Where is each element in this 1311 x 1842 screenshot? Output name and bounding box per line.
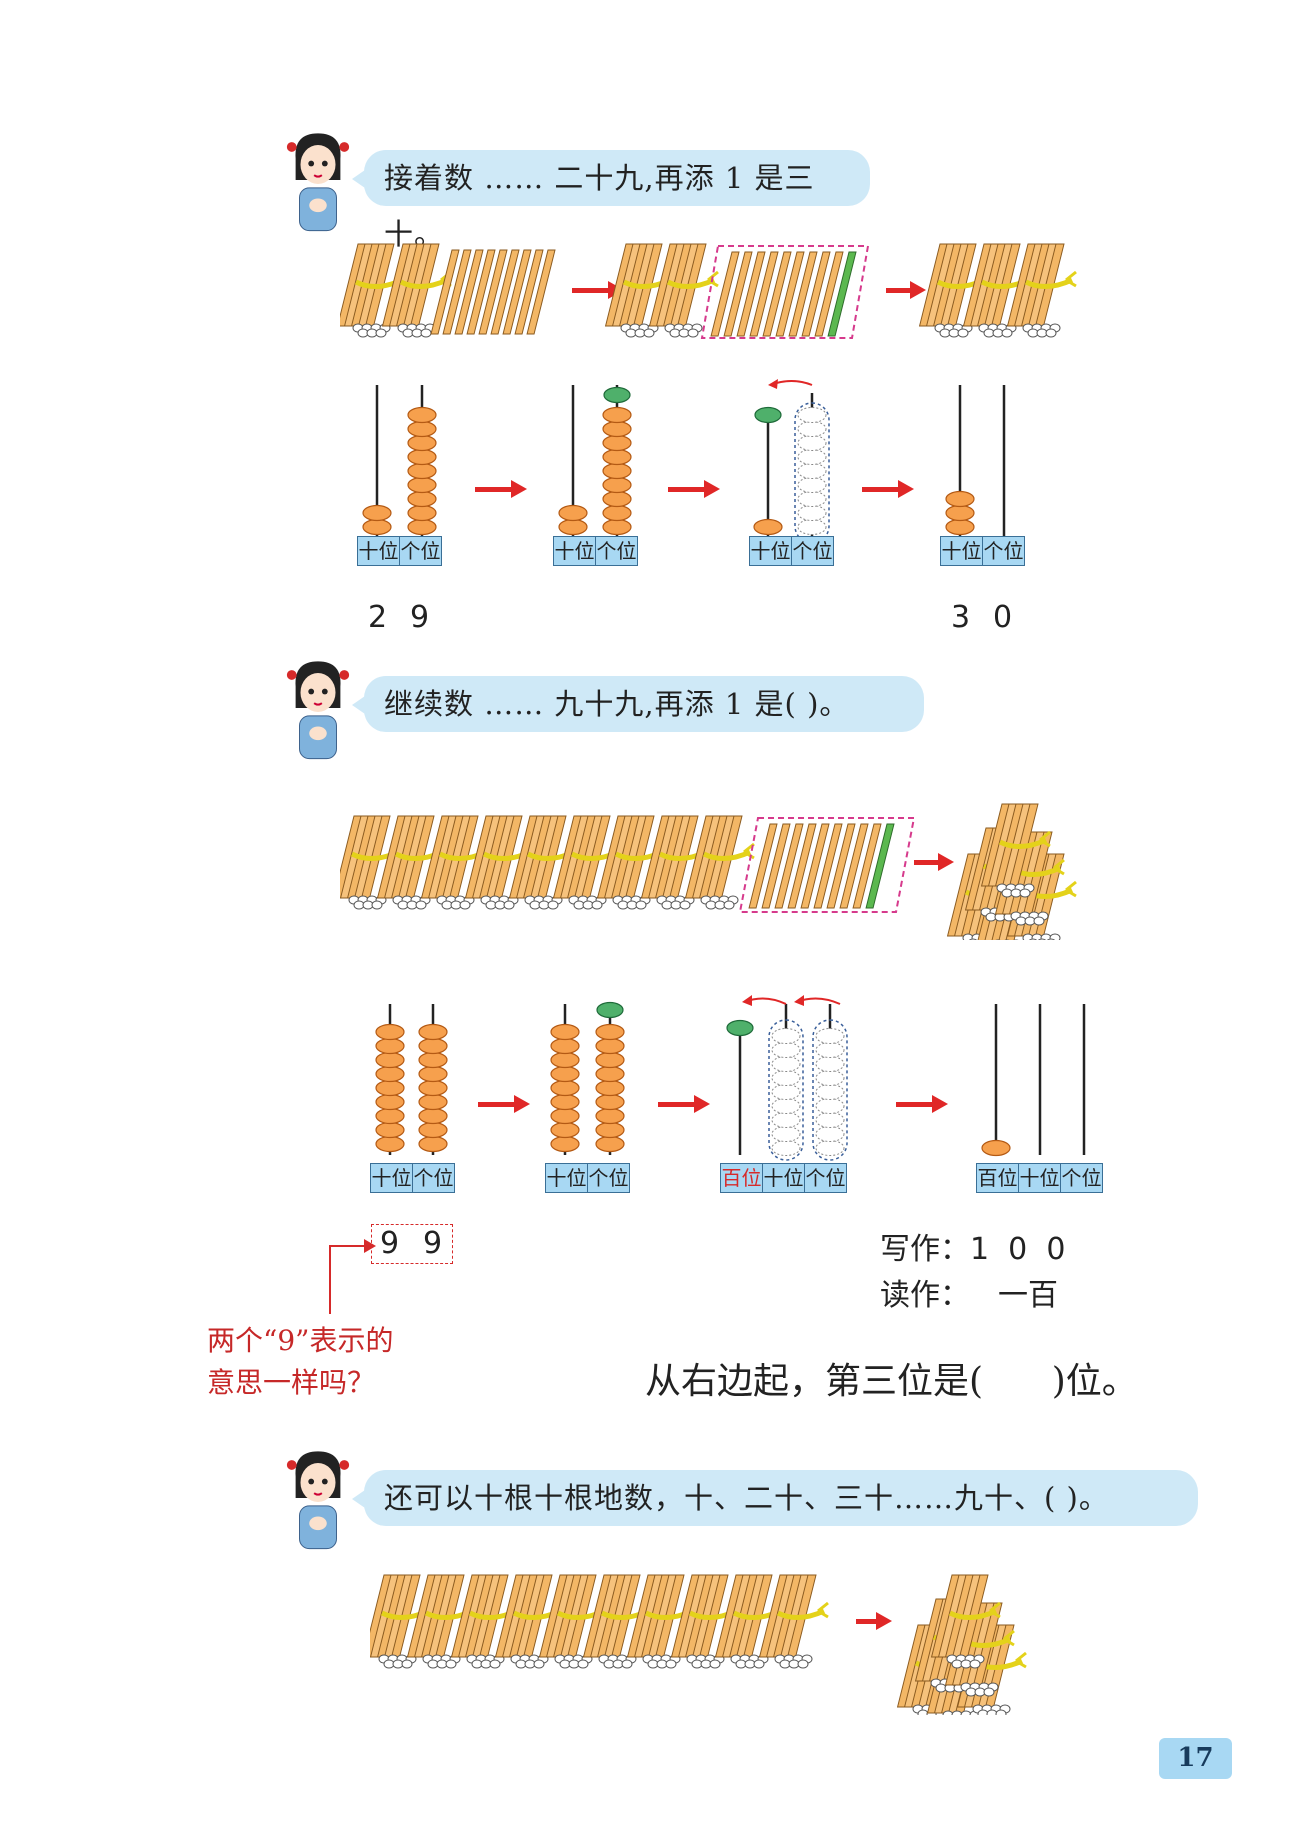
- girl-avatar: [285, 1450, 351, 1550]
- question-text: 两个“9”表示的 意思一样吗？: [207, 1320, 393, 1404]
- ones-label: 个位: [588, 1166, 629, 1190]
- tens-label: 十位: [358, 537, 400, 565]
- tens-label: 十位: [554, 537, 596, 565]
- place-box-2d: 百位 十位 个位: [976, 1163, 1103, 1193]
- sticks-row-1: [340, 240, 1100, 350]
- tens-label: 十位: [750, 537, 792, 565]
- digit-ones-99: 9: [423, 1226, 443, 1261]
- speech-bubble-2: 继续数 …… 九十九,再添 1 是( )。: [352, 676, 924, 732]
- digit-ones-30: 0: [993, 600, 1013, 635]
- written-value: 1 0 0: [970, 1232, 1066, 1267]
- ones-label: 个位: [792, 539, 833, 563]
- bubble-3-text: 还可以十根十根地数，十、二十、三十……九十、( )。: [384, 1481, 1109, 1515]
- written-read-block: 写作：1 0 0 读作： 一百: [880, 1227, 1065, 1319]
- tens-label: 十位: [371, 1164, 413, 1192]
- place-box-1d: 十位 个位: [940, 536, 1025, 566]
- girl-avatar: [285, 132, 351, 232]
- bubble-1-text: 接着数 …… 二十九,再添 1 是三十。: [384, 161, 815, 251]
- read-value: 一百: [998, 1278, 1058, 1313]
- hundreds-label: 百位: [977, 1164, 1019, 1192]
- ones-label: 个位: [805, 1166, 846, 1190]
- ones-label: 个位: [983, 539, 1024, 563]
- ones-label: 个位: [596, 539, 637, 563]
- digit-tens-29: 2: [368, 600, 388, 635]
- page-number: 17: [1159, 1738, 1232, 1779]
- digit-ones-29: 9: [410, 600, 430, 635]
- girl-avatar: [285, 660, 351, 760]
- place-box-2b: 十位 个位: [545, 1163, 630, 1193]
- speech-bubble-3: 还可以十根十根地数，十、二十、三十……九十、( )。: [352, 1470, 1198, 1526]
- hundreds-label: 百位: [721, 1164, 763, 1192]
- bubble-2-text: 继续数 …… 九十九,再添 1 是( )。: [384, 687, 850, 721]
- place-box-2a: 十位 个位: [370, 1163, 455, 1193]
- place-box-1a: 十位 个位: [357, 536, 442, 566]
- ones-label: 个位: [1061, 1166, 1102, 1190]
- sticks-row-2: [340, 780, 1100, 940]
- ones-label: 个位: [400, 539, 441, 563]
- place-box-2c: 百位 十位 个位: [720, 1163, 847, 1193]
- sticks-row-3: [370, 1545, 1070, 1715]
- third-place-question: 从右边起，第三位是( )位。: [645, 1361, 1138, 1402]
- question-line-2: 意思一样吗？: [207, 1366, 376, 1399]
- question-pointer-arrow: [329, 1239, 376, 1314]
- tens-label: 十位: [546, 1164, 588, 1192]
- digit-tens-30: 3: [951, 600, 971, 635]
- digit-tens-99: 9: [380, 1226, 400, 1261]
- tens-label: 十位: [763, 1164, 805, 1192]
- place-box-1c: 十位 个位: [749, 536, 834, 566]
- read-label: 读作：: [880, 1278, 970, 1313]
- place-box-1b: 十位 个位: [553, 536, 638, 566]
- ones-label: 个位: [413, 1166, 454, 1190]
- tens-label: 十位: [1019, 1164, 1061, 1192]
- question-line-1: 两个“9”表示的: [207, 1324, 394, 1357]
- speech-bubble-1: 接着数 …… 二十九,再添 1 是三十。: [352, 150, 870, 251]
- written-label: 写作：: [880, 1232, 970, 1267]
- abacus-row-2: [375, 995, 1086, 1161]
- tens-label: 十位: [941, 537, 983, 565]
- abacus-row-1: [362, 379, 1006, 540]
